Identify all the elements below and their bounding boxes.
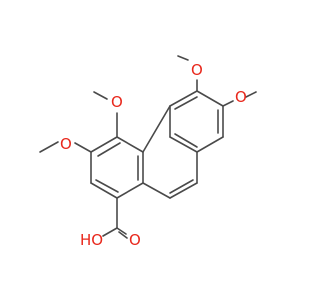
- bond: [169, 90, 198, 107]
- bond: [116, 227, 127, 235]
- bond: [74, 142, 92, 153]
- bond: [90, 136, 118, 153]
- bond: [116, 182, 144, 199]
- bond: [95, 179, 119, 193]
- carbonyl-oxygen-label: O: [129, 231, 141, 249]
- bond: [142, 182, 171, 199]
- bond: [174, 133, 198, 148]
- bond: [196, 136, 224, 153]
- bond: [97, 142, 121, 157]
- oxygen-label: O: [191, 61, 203, 79]
- bond: [116, 136, 144, 153]
- hydroxyl-label: HO: [80, 231, 103, 249]
- bond: [102, 227, 118, 237]
- bond: [169, 136, 198, 153]
- atom-labels: O O O O O HO: [60, 61, 247, 249]
- oxygen-label: O: [111, 93, 123, 111]
- bond: [174, 96, 198, 110]
- bond: [169, 182, 198, 199]
- bond: [142, 105, 171, 153]
- bond: [90, 182, 118, 199]
- bond: [245, 91, 257, 98]
- bonds: [39, 55, 257, 239]
- phenanthrene-carboxylic-acid-structure: O O O O O HO: [39, 55, 257, 249]
- bond: [39, 141, 59, 153]
- molecule-canvas: O O O O O HO: [39, 55, 257, 249]
- oxygen-label: O: [235, 88, 247, 106]
- bond: [118, 231, 128, 239]
- bond: [169, 179, 194, 194]
- bond: [93, 91, 108, 100]
- bond: [196, 90, 224, 107]
- bond: [222, 100, 234, 107]
- oxygen-label: O: [60, 135, 72, 153]
- bond: [177, 55, 189, 61]
